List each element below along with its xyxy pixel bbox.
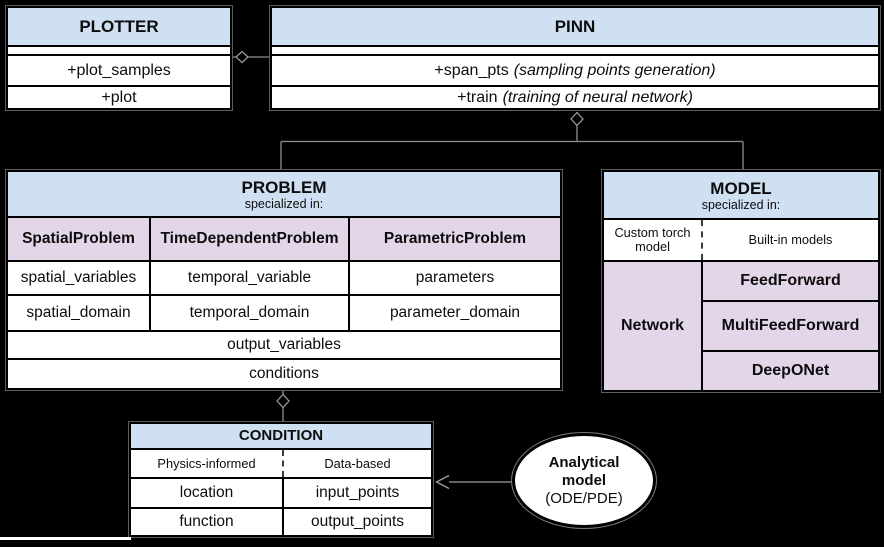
canvas-edge-artifact [0,537,131,540]
problem-title: PROBLEM [241,177,327,197]
pinn-member-note: (sampling points generation) [513,61,716,79]
model-custom-torch-label: Custom torch model [604,220,703,260]
pinn-member-name: +train [457,88,498,106]
plotter-member-plot-samples: +plot_samples [8,56,230,87]
plotter-title: PLOTTER [79,17,159,36]
problem-cell-output-variables: output_variables [8,332,560,358]
analytical-model-ellipse: Analytical model (ODE/PDE) [512,433,656,528]
model-table: Custom torch model Built-in models Netwo… [604,220,878,390]
pinn-empty-compartment [272,47,878,56]
condition-header: CONDITION [131,424,431,450]
problem-table: SpatialProblem TimeDependentProblem Para… [8,218,560,388]
problem-cell-parameter-domain: parameter_domain [350,296,560,330]
condition-physics-informed-label: Physics-informed [131,450,284,477]
pinn-title: PINN [554,17,596,36]
analytical-model-title: Analytical model [548,453,620,489]
pinn-member-name: +span_pts [434,61,509,79]
condition-title: CONDITION [238,427,324,444]
class-condition: CONDITION Physics-informed Data-based lo… [129,422,433,537]
open-arrowhead-icon [435,474,450,490]
problem-col-timedependent: TimeDependentProblem [151,218,348,260]
model-cell-feedforward: FeedForward [703,262,878,300]
pinn-member-note: (training of neural network) [502,88,693,106]
condition-cell-output-points: output_points [284,509,431,535]
condition-table: Physics-informed Data-based location inp… [131,450,431,535]
condition-split-row: Physics-informed Data-based [131,450,431,477]
problem-cell-parameters: parameters [350,262,560,294]
plotter-header: PLOTTER [8,8,230,47]
condition-cell-input-points: input_points [284,479,431,507]
plotter-empty-compartment [8,47,230,56]
condition-cell-function: function [131,509,282,535]
condition-data-based-label: Data-based [324,455,391,471]
pinn-header: PINN [272,8,878,47]
class-plotter: PLOTTER +plot_samples +plot [6,6,232,110]
pinn-member-span-pts: +span_pts (sampling points generation) [272,56,878,87]
model-cell-deeponet: DeepONet [703,352,878,390]
plotter-member-plot: +plot [8,87,230,108]
problem-cell-temporal-variable: temporal_variable [151,262,348,294]
problem-col-spatial: SpatialProblem [8,218,149,260]
model-header: MODEL specialized in: [604,172,878,220]
analytical-model-subtitle: (ODE/PDE) [545,489,623,507]
model-title: MODEL [710,178,772,198]
problem-header: PROBLEM specialized in: [8,172,560,218]
condition-cell-location: location [131,479,282,507]
problem-cell-temporal-domain: temporal_domain [151,296,348,330]
aggregation-diamond-icon [235,50,249,64]
problem-col-parametric: ParametricProblem [350,218,560,260]
model-split-row: Custom torch model Built-in models [604,220,878,260]
problem-subtitle: specialized in: [244,196,324,211]
pinn-member-train: +train (training of neural network) [272,87,878,108]
problem-cell-spatial-variables: spatial_variables [8,262,149,294]
problem-cell-spatial-domain: spatial_domain [8,296,149,330]
class-model: MODEL specialized in: Custom torch model… [602,170,880,392]
class-pinn: PINN +span_pts (sampling points generati… [270,6,880,110]
model-cell-network: Network [604,262,701,390]
aggregation-diamond-icon [276,393,290,409]
model-cell-multifeedforward: MultiFeedForward [703,302,878,350]
model-builtin-label: Built-in models [748,232,833,247]
problem-cell-conditions: conditions [8,360,560,388]
aggregation-diamond-icon [570,111,584,127]
model-subtitle: specialized in: [701,197,781,212]
class-problem: PROBLEM specialized in: SpatialProblem T… [6,170,562,390]
